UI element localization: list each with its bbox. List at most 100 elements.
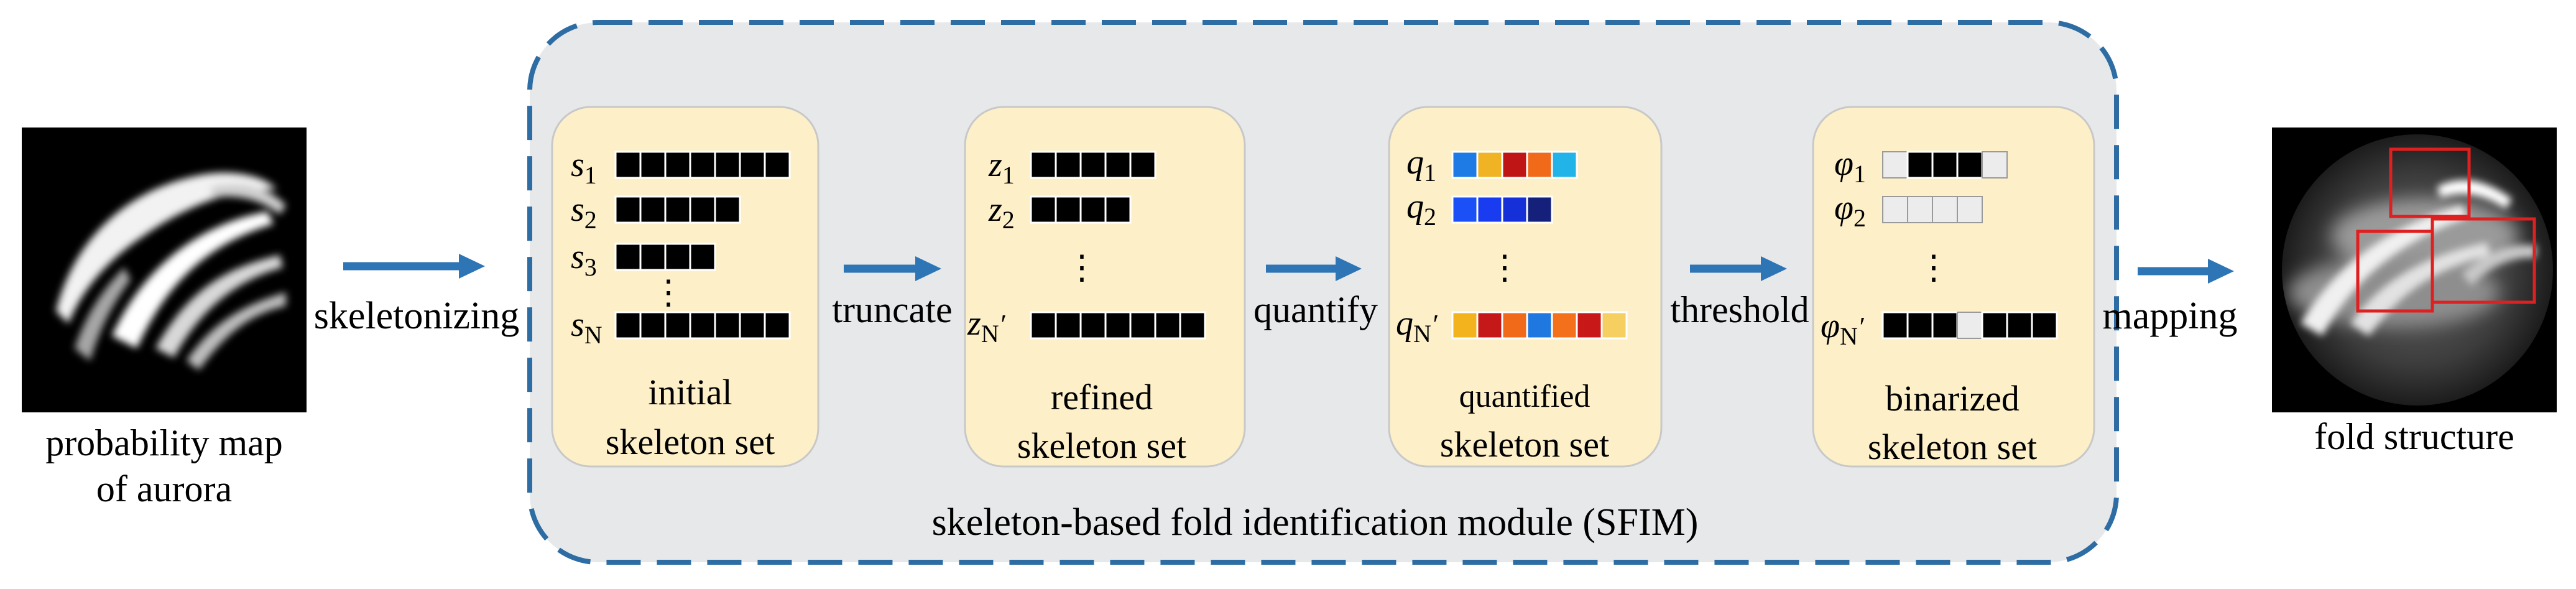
phiN-row-cell-3 xyxy=(1931,311,1959,340)
label-truncate: truncate xyxy=(832,289,952,330)
z2-row-cell-3 xyxy=(1079,195,1107,224)
cell-rows-initial xyxy=(614,151,791,340)
vertical-ellipsis: ⋮ xyxy=(1917,249,1950,286)
phi1-row-cell-1 xyxy=(1882,151,1908,179)
zN-row-cell-4 xyxy=(1104,311,1132,340)
zN-row-cell-6 xyxy=(1154,311,1181,340)
row-label-q1: q1 xyxy=(1406,143,1436,187)
box-title-binarized-line2: skeleton set xyxy=(1868,427,2037,467)
s3-row-cell-2 xyxy=(639,243,667,271)
q2-row-cell-2 xyxy=(1476,195,1503,224)
box-refined-skeleton-set: z1 z2 ⋮ zN′ refined skeleton set xyxy=(964,106,1246,468)
phi1-row-cell-2 xyxy=(1906,151,1934,179)
sN-row-cell-4 xyxy=(689,311,716,340)
box-title-initial-line1: initial xyxy=(648,372,732,412)
q1-row-cell-2 xyxy=(1476,151,1503,179)
sN-row-cell-5 xyxy=(714,311,741,340)
phi1-row-cell-5 xyxy=(1982,151,2008,179)
z1-row-cell-4 xyxy=(1104,151,1132,179)
q2-row-cell-3 xyxy=(1501,195,1528,224)
phi2-row-cell-4 xyxy=(1957,196,1983,223)
box-title-binarized-line1: binarized xyxy=(1885,378,2020,419)
box-title-quantified-line1: quantified xyxy=(1459,379,1590,414)
qN-row-cell-4 xyxy=(1526,311,1553,340)
z2-row-cell-2 xyxy=(1055,195,1082,224)
arrow-skeletonizing: skeletonizing xyxy=(314,254,520,337)
fold-structure-panel: fold structure xyxy=(2272,128,2557,457)
row-label-phi1: φ1 xyxy=(1834,144,1866,188)
arrow-truncate: truncate xyxy=(832,256,953,330)
phi2-row-cell-3 xyxy=(1932,196,1958,223)
fold-highlight-box-3 xyxy=(2431,217,2536,304)
row-label-s1: s1 xyxy=(571,146,597,189)
zN-row-cell-1 xyxy=(1030,311,1057,340)
s1-row-cell-6 xyxy=(739,151,766,179)
qN-row-cell-7 xyxy=(1600,311,1628,340)
arrow-threshold: threshold xyxy=(1670,256,1809,330)
s2-row-cell-4 xyxy=(689,195,716,224)
arrow-quantify: quantify xyxy=(1253,256,1378,330)
box-initial-skeleton-set: s1 s2 s3 ⋮ sN initial skeleton set xyxy=(551,106,819,468)
sN-row-cell-2 xyxy=(639,311,667,340)
box-binarized-skeleton-set: φ1 φ2 ⋮ φN′ binarized skeleton set xyxy=(1812,106,2095,468)
s3-row-cell-3 xyxy=(664,243,691,271)
z1-row-cell-2 xyxy=(1055,151,1082,179)
cell-rows-binarized xyxy=(1881,151,2058,340)
phi2-row-cell-2 xyxy=(1907,196,1933,223)
box-title-initial-line2: skeleton set xyxy=(606,422,775,462)
arrow-mapping: mapping xyxy=(2103,259,2238,337)
box-title-quantified-line2: skeleton set xyxy=(1440,424,1609,465)
vertical-ellipsis: ⋮ xyxy=(1065,249,1099,286)
sfim-module: skeleton-based fold identification modul… xyxy=(527,20,2119,565)
qN-row-cell-3 xyxy=(1501,311,1528,340)
box-title-refined-line1: refined xyxy=(1051,377,1153,417)
label-mapping: mapping xyxy=(2103,295,2238,337)
phi2-row-cell-1 xyxy=(1882,196,1908,223)
s1-row-cell-2 xyxy=(639,151,667,179)
qN-row-cell-5 xyxy=(1551,311,1578,340)
zN-row-cell-2 xyxy=(1055,311,1082,340)
z1-row-cell-3 xyxy=(1079,151,1107,179)
s1-row-cell-3 xyxy=(664,151,691,179)
sfim-module-border xyxy=(527,20,2119,565)
fold-structure-caption: fold structure xyxy=(2314,416,2514,457)
qN-row-cell-1 xyxy=(1451,311,1479,340)
z2-row-cell-4 xyxy=(1104,195,1132,224)
s2-row-cell-5 xyxy=(714,195,741,224)
q2-row-cell-1 xyxy=(1451,195,1479,224)
fold-highlight-box-1 xyxy=(2389,147,2471,218)
sN-row-cell-1 xyxy=(614,311,642,340)
s2-row-cell-2 xyxy=(639,195,667,224)
row-label-phiN-prime: φN′ xyxy=(1821,307,1865,350)
cell-rows-quantified xyxy=(1451,151,1628,340)
probability-map-caption-line2: of aurora xyxy=(96,468,232,509)
phiN-row-cell-5 xyxy=(1981,311,2008,340)
q1-row-cell-3 xyxy=(1501,151,1528,179)
qN-row-cell-6 xyxy=(1576,311,1603,340)
phiN-row-cell-1 xyxy=(1881,311,1909,340)
s2-row-cell-1 xyxy=(614,195,642,224)
row-label-zN-prime: zN′ xyxy=(967,304,1006,348)
label-skeletonizing: skeletonizing xyxy=(314,295,520,337)
sN-row-cell-7 xyxy=(764,311,791,340)
s1-row-cell-4 xyxy=(689,151,716,179)
q1-row-cell-5 xyxy=(1551,151,1578,179)
cell-rows-refined xyxy=(1030,151,1206,340)
s1-row-cell-5 xyxy=(714,151,741,179)
z1-row-cell-5 xyxy=(1129,151,1156,179)
phiN-row-cell-6 xyxy=(2006,311,2033,340)
zN-row-cell-7 xyxy=(1179,311,1206,340)
row-label-s3: s3 xyxy=(571,238,597,281)
s3-row-cell-1 xyxy=(614,243,642,271)
probability-map-panel: probability map of aurora xyxy=(22,128,307,509)
row-label-q2: q2 xyxy=(1406,187,1436,231)
phiN-row-cell-4 xyxy=(1957,312,1983,339)
sfim-module-label: skeleton-based fold identification modul… xyxy=(932,501,1699,544)
q1-row-cell-4 xyxy=(1526,151,1553,179)
phiN-row-cell-2 xyxy=(1906,311,1934,340)
vertical-ellipsis: ⋮ xyxy=(652,274,685,311)
row-label-sN: sN xyxy=(571,305,602,349)
box-title-refined-line2: skeleton set xyxy=(1017,425,1186,466)
s1-row-cell-7 xyxy=(764,151,791,179)
q2-row-cell-4 xyxy=(1526,195,1553,224)
